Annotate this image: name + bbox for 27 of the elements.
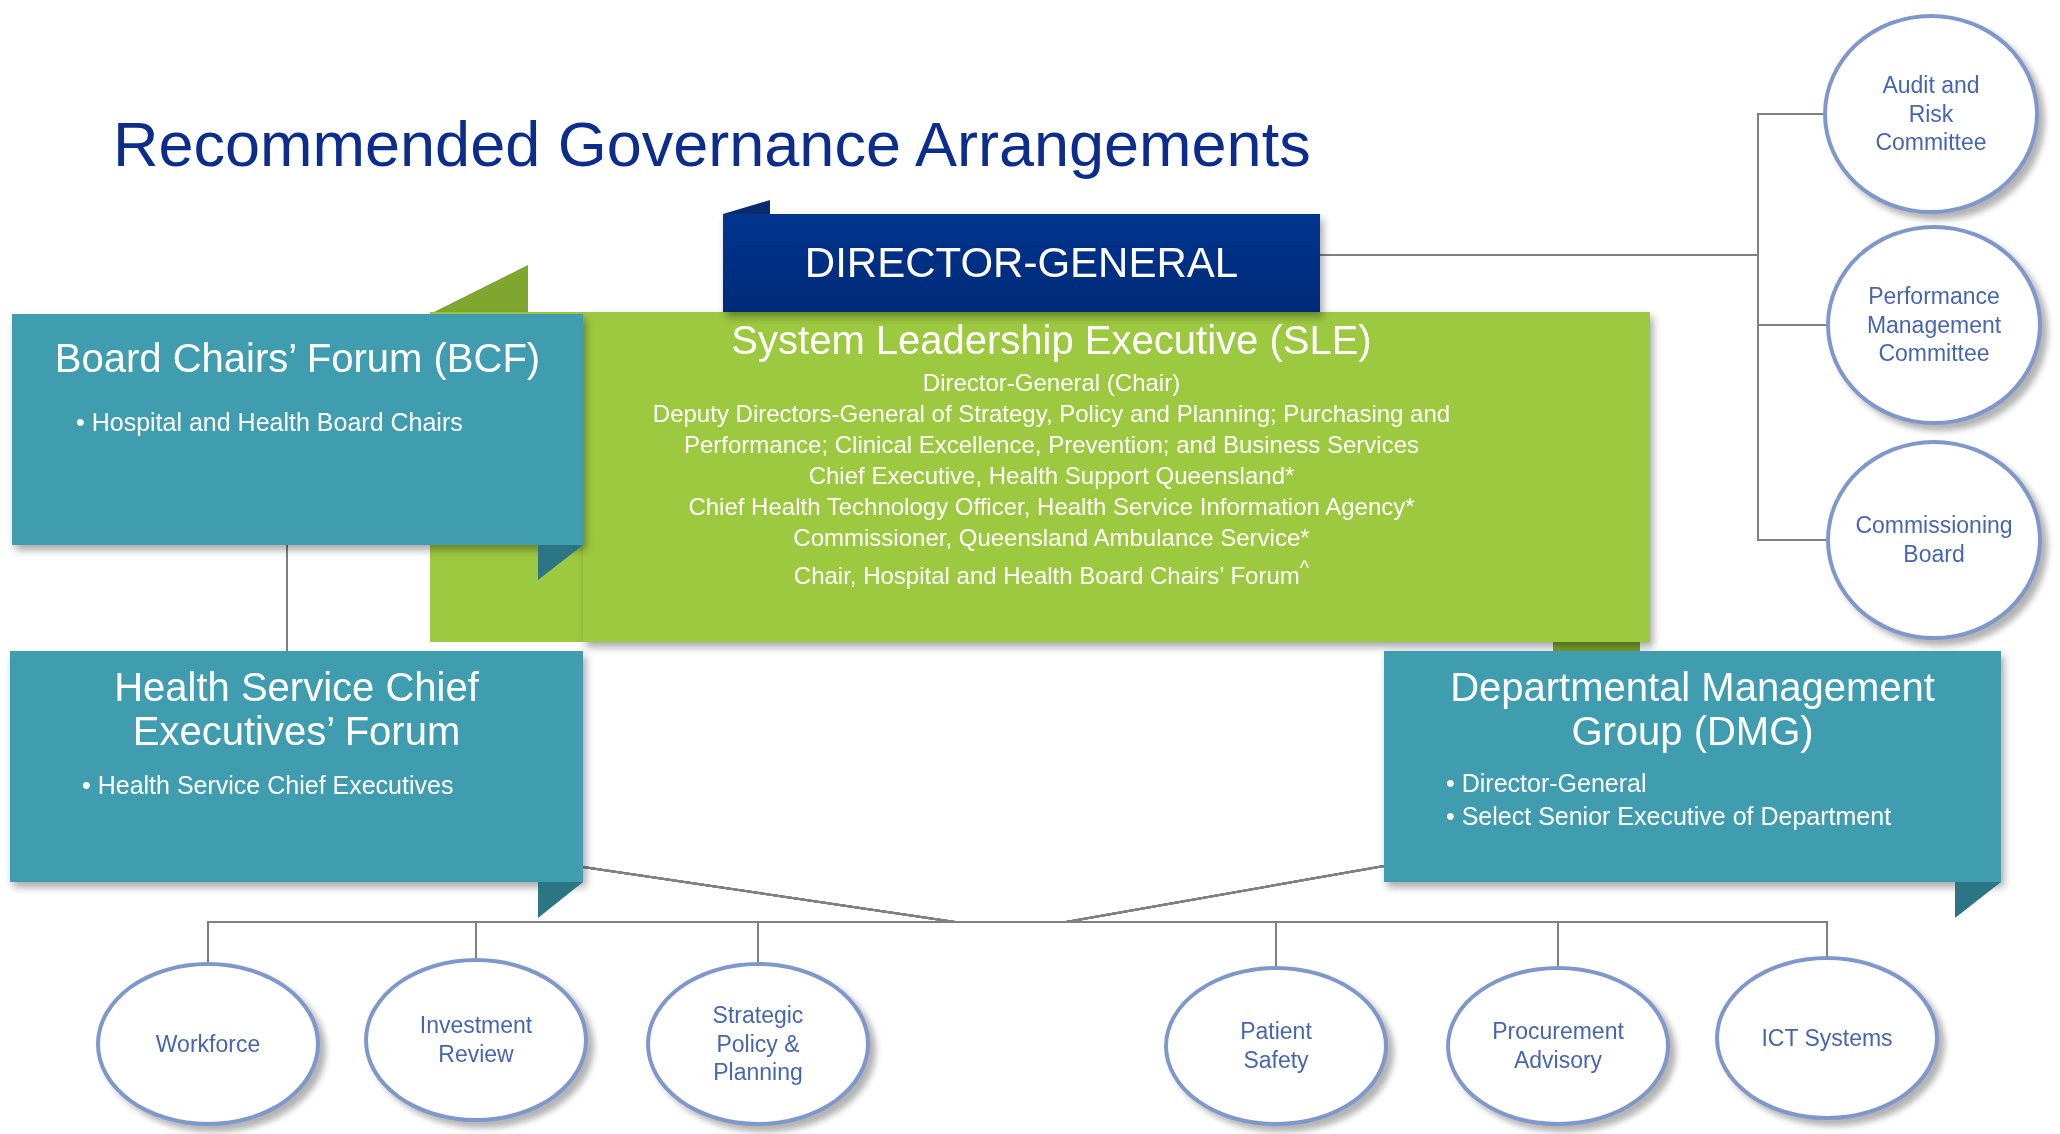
member-text: Chief Executive, Health Support Queensland* [807, 461, 1296, 491]
connector-line [286, 544, 288, 652]
bullet-item: • Health Service Chief Executives [82, 771, 454, 799]
committee-name: Commissioning Board [1854, 511, 2014, 569]
box-heading: Board Chairs’ Forum (BCF) [53, 336, 542, 380]
member-text: Chair, Hospital and Health Board Chairs’ Forum$^{^}$ [792, 556, 1311, 591]
committee-name: Patient Safety [1239, 1017, 1313, 1075]
box-heading: Departmental Management Group (DMG) [1449, 665, 1936, 753]
box-heading: System Leadership Executive (SLE) [730, 318, 1373, 363]
committee-name: Investment Review [418, 1011, 534, 1069]
committee-name: ICT Systems [1760, 1023, 1894, 1053]
committee-name: Procurement Advisory [1491, 1017, 1625, 1075]
committee-name: Performance Management Committee [1865, 281, 2003, 369]
committee-name: Strategic Policy & Planning [711, 1000, 805, 1088]
committee-name: Audit and Risk Committee [1874, 70, 1988, 158]
title: Recommended Governance Arrangements [113, 108, 1311, 180]
box-heading: Health Service Chief Executives’ Forum [113, 665, 480, 753]
member-text: Deputy Directors-General of Strategy, Policy and Planning; Purchasing and Performance; Clinical Excellence, Prevention; and Business Services [651, 399, 1452, 460]
bullet-item: • Select Senior Executive of Department [1446, 802, 1892, 830]
member-text: Commissioner, Queensland Ambulance Service* [792, 523, 1311, 553]
banner-heading: DIRECTOR-GENERAL [804, 239, 1239, 287]
member-text: Chief Health Technology Officer, Health Service Information Agency* [687, 492, 1416, 522]
executive-box [583, 312, 1650, 642]
bullet-item: • Hospital and Health Board Chairs [76, 408, 463, 436]
member-text: Director-General (Chair) [921, 368, 1182, 398]
bullet-item: • Director-General [1446, 769, 1647, 797]
committee-name: Workforce [154, 1029, 262, 1059]
